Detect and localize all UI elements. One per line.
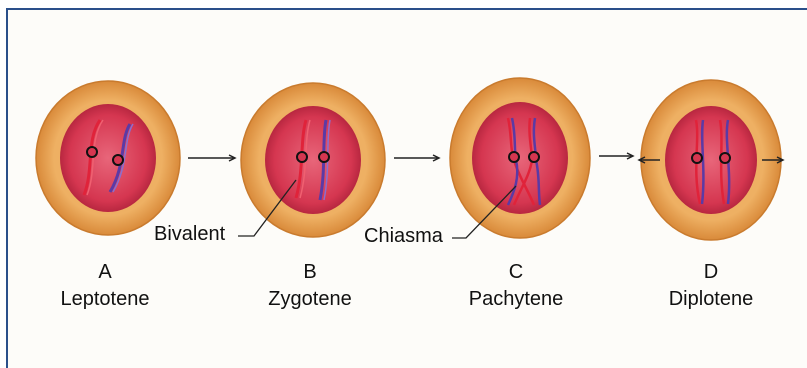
- stage-d-letter: D: [631, 261, 791, 284]
- arrow-a-to-b: [188, 155, 235, 161]
- cell-a-leptotene: [36, 81, 180, 235]
- chiasma-label: Chiasma: [364, 225, 443, 248]
- stage-c-letter: C: [436, 261, 596, 284]
- arrow-c-to-d: [599, 153, 633, 159]
- stage-c-name: Pachytene: [436, 288, 596, 311]
- cell-b-zygotene: [241, 83, 385, 237]
- arrow-b-to-c: [394, 155, 439, 161]
- stage-a-name: Leptotene: [25, 288, 185, 311]
- stage-d-name: Diplotene: [631, 288, 791, 311]
- stage-b-letter: B: [230, 261, 390, 284]
- cell-d-diplotene: [641, 80, 781, 240]
- stage-a-letter: A: [25, 261, 185, 284]
- stage-b-name: Zygotene: [230, 288, 390, 311]
- cell-c-pachytene: [450, 78, 590, 238]
- bivalent-label: Bivalent: [154, 223, 225, 246]
